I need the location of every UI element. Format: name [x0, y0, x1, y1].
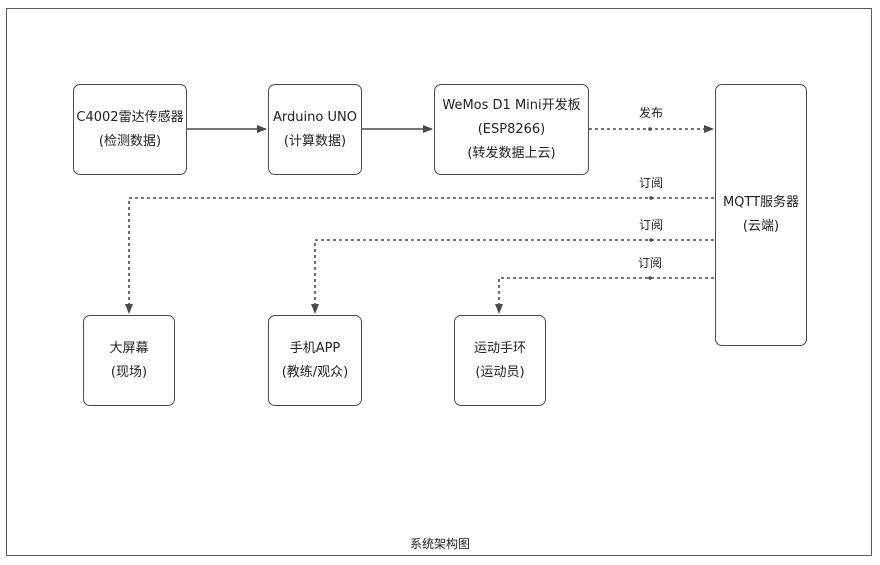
edge-subscribe-band-midpoint — [648, 276, 652, 280]
edge-mqtt-to-screen — [125, 197, 714, 314]
node-phone-title: 手机APP — [289, 340, 341, 356]
edge-label-subscribe-phone: 订阅 — [637, 216, 666, 233]
node-mqtt-title: MQTT服务器 — [722, 195, 800, 210]
edge-label-subscribe-screen: 订阅 — [637, 174, 666, 191]
node-radar-sensor: C4002雷达传感器 (检测数据) — [73, 84, 187, 175]
diagram-frame — [6, 8, 872, 556]
edge-subscribe-screen-midpoint — [649, 196, 653, 200]
node-radar-title: C4002雷达传感器 — [76, 109, 184, 125]
node-wemos-chip: (ESP8266) — [477, 121, 546, 137]
diagram-caption: 系统架构图 — [409, 537, 470, 551]
node-big-screen: 大屏幕 (现场) — [83, 315, 175, 406]
edge-subscribe-phone-midpoint — [649, 238, 653, 242]
node-arduino-title: Arduino UNO — [273, 109, 357, 125]
node-wemos-subtitle: (转发数据上云) — [467, 145, 556, 161]
edge-publish-midpoint — [648, 127, 652, 131]
edge-label-publish: 发布 — [637, 104, 666, 121]
node-phone-app: 手机APP (教练/观众) — [268, 315, 362, 406]
node-wemos: WeMos D1 Mini开发板 (ESP8266) (转发数据上云) — [434, 84, 589, 175]
edge-mqtt-to-band — [495, 277, 714, 314]
node-band-title: 运动手环 — [473, 340, 526, 356]
edge-label-subscribe-band: 订阅 — [636, 254, 665, 271]
node-band-subtitle: (运动员) — [475, 364, 525, 380]
node-sports-band: 运动手环 (运动员) — [454, 315, 546, 406]
node-arduino: Arduino UNO (计算数据) — [268, 84, 362, 175]
node-phone-subtitle: (教练/观众) — [281, 364, 349, 380]
node-screen-subtitle: (现场) — [110, 364, 148, 380]
node-mqtt-server: MQTT服务器 (云端) — [715, 84, 807, 346]
node-screen-title: 大屏幕 — [109, 340, 149, 356]
node-mqtt-subtitle: (云端) — [742, 219, 780, 234]
node-radar-subtitle: (检测数据) — [98, 133, 162, 149]
edge-mqtt-to-phone — [311, 239, 714, 314]
node-wemos-title: WeMos D1 Mini开发板 — [442, 97, 581, 113]
node-arduino-subtitle: (计算数据) — [283, 133, 347, 149]
